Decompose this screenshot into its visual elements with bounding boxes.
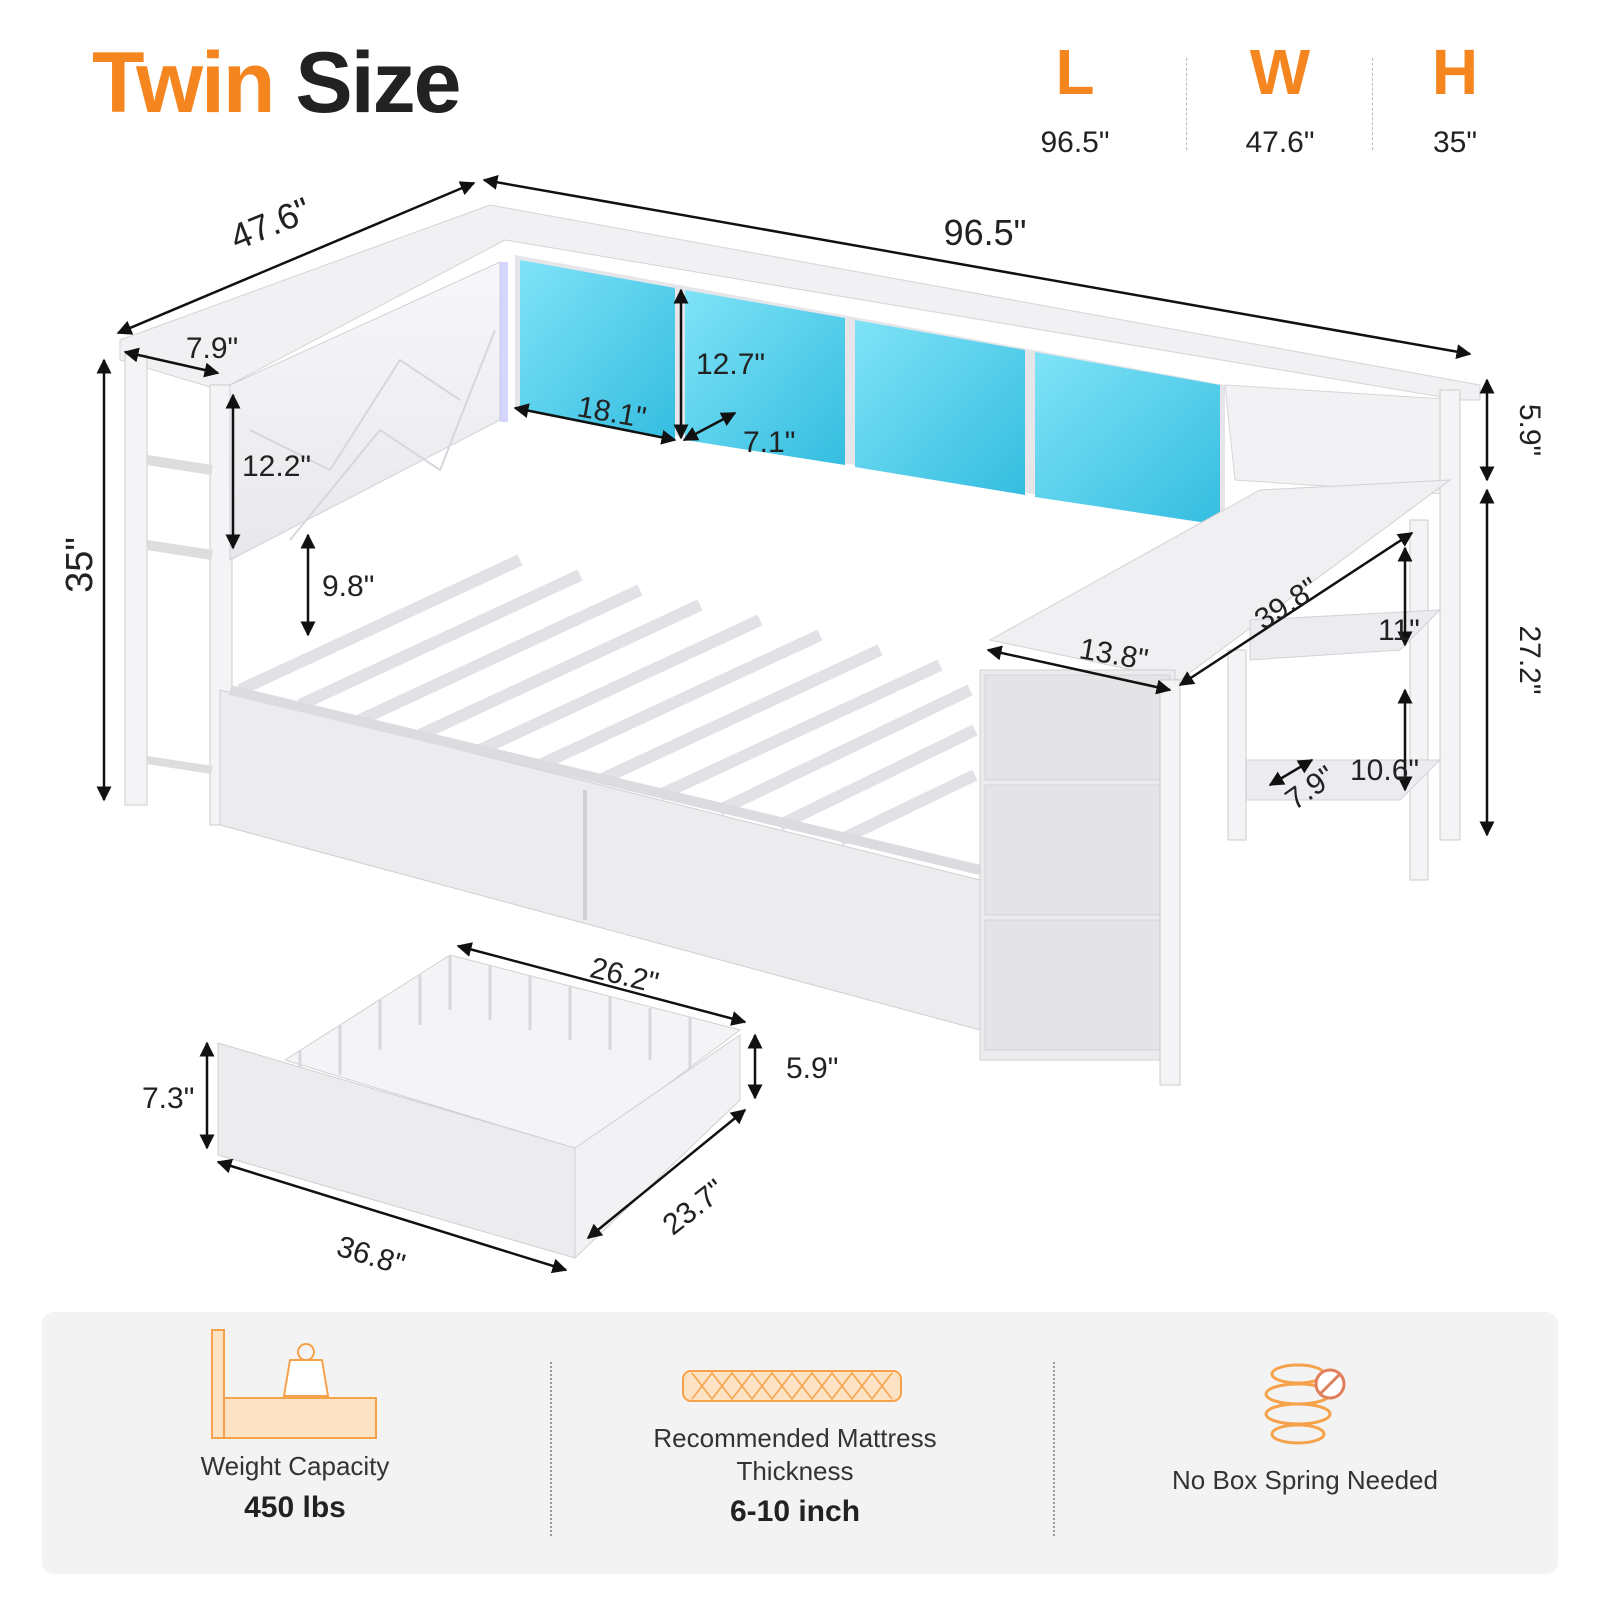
label-side-shelf: 7.9"	[186, 332, 238, 365]
feature-weight: Weight Capacity 450 lbs	[150, 1450, 440, 1526]
panel-divider	[550, 1362, 552, 1536]
feature-mattress-value: 6-10 inch	[729, 1495, 861, 1528]
label-side-height: 27.2"	[1513, 625, 1546, 694]
dim-divider	[1186, 58, 1187, 150]
label-shelf-gap-1: 11"	[1378, 614, 1420, 647]
panel-divider	[1053, 1362, 1055, 1536]
feature-weight-label: Weight Capacity	[200, 1451, 390, 1481]
mattress-icon	[682, 1370, 902, 1407]
feature-weight-value: 450 lbs	[244, 1490, 346, 1524]
weight-capacity-icon	[210, 1328, 380, 1448]
no-box-spring-icon	[1258, 1360, 1358, 1455]
dim-length-value: 96.5"	[1040, 126, 1110, 159]
label-width-top: 47.6"	[224, 189, 316, 258]
bed-frame	[119, 204, 1481, 1086]
dim-width-value: 47.6"	[1245, 126, 1315, 159]
label-drawer-front-width: 36.8"	[333, 1230, 409, 1282]
feature-box-spring-label: No Box Spring Needed	[1172, 1465, 1438, 1495]
label-drawer-depth: 23.7"	[657, 1173, 732, 1242]
label-length-top: 96.5"	[944, 212, 1027, 253]
dim-width-letter: W	[1249, 36, 1311, 108]
dimension-arrows	[96, 174, 1495, 1274]
label-drawer-inner-height: 5.9"	[786, 1052, 838, 1085]
label-drawer-front-height: 7.3"	[142, 1082, 194, 1115]
label-headboard-height: 12.2"	[242, 450, 311, 483]
dim-height: H 35"	[1365, 40, 1545, 160]
dim-height-letter: H	[1431, 36, 1479, 108]
bed-diagram: 47.6" 96.5" 7.9" 12.2" 35" 9.8" 18.1" 12…	[59, 174, 1546, 1282]
label-top-shelf: 5.9"	[1513, 404, 1546, 456]
dim-divider	[1372, 58, 1373, 150]
title-main: Size	[295, 35, 461, 131]
label-cubby-height: 12.7"	[696, 348, 765, 381]
label-headboard-gap: 9.8"	[322, 570, 374, 603]
label-shelf-gap-2: 10.6"	[1350, 754, 1419, 787]
feature-mattress: Recommended Mattress Thickness 6-10 inch	[650, 1422, 940, 1531]
dim-width: W 47.6"	[1190, 40, 1370, 160]
label-cubby-depth: 7.1"	[743, 426, 795, 459]
dim-length-letter: L	[1055, 36, 1095, 108]
dim-length: L 96.5"	[985, 40, 1165, 160]
dim-height-value: 35"	[1432, 126, 1478, 159]
page-title: Twin Size	[92, 40, 461, 126]
feature-mattress-label: Recommended Mattress Thickness	[653, 1423, 937, 1486]
title-accent: Twin	[92, 35, 275, 131]
feature-box-spring: No Box Spring Needed	[1160, 1464, 1450, 1497]
label-height: 35"	[59, 537, 101, 593]
